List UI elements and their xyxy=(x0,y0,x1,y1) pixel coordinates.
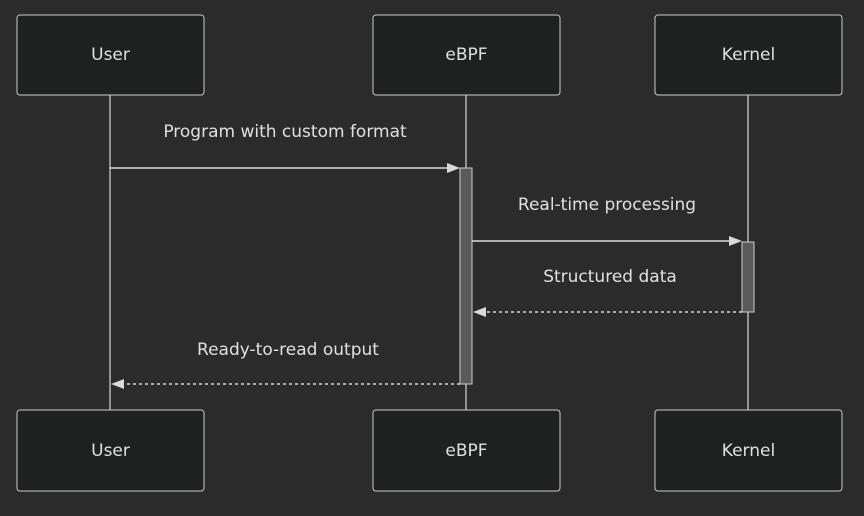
actor-bottom-kernel: Kernel xyxy=(654,409,843,492)
actor-box xyxy=(372,14,561,96)
actor-box xyxy=(16,409,205,492)
actor-top-ebpf: eBPF xyxy=(372,14,561,96)
actor-label-ebpf: eBPF xyxy=(445,45,487,65)
message-real-time-processing: Real-time processing xyxy=(472,195,742,246)
message-structured-data: Structured data xyxy=(473,267,742,317)
message-label: Real-time processing xyxy=(518,195,696,215)
message-program-with-custom-format: Program with custom format xyxy=(110,122,460,173)
message-ready-to-read-output: Ready-to-read output xyxy=(111,340,460,389)
actor-top-kernel: Kernel xyxy=(654,14,843,96)
activation-bar-kernel xyxy=(741,241,755,313)
actor-label-kernel: Kernel xyxy=(722,45,775,65)
actor-top-user: User xyxy=(16,14,205,96)
arrowhead-icon xyxy=(473,307,486,317)
actor-label-user: User xyxy=(91,45,130,65)
arrowhead-icon xyxy=(447,163,460,173)
message-label: Structured data xyxy=(543,267,677,287)
actor-label-user: User xyxy=(91,441,130,461)
actor-box xyxy=(654,409,843,492)
message-label: Program with custom format xyxy=(163,122,407,142)
actor-bottom-ebpf: eBPF xyxy=(372,409,561,492)
arrowhead-icon xyxy=(729,236,742,246)
actor-box xyxy=(16,14,205,96)
actor-label-kernel: Kernel xyxy=(722,441,775,461)
message-label: Ready-to-read output xyxy=(197,340,379,360)
actor-bottom-user: User xyxy=(16,409,205,492)
actor-box xyxy=(372,409,561,492)
arrowhead-icon xyxy=(111,379,124,389)
actor-label-ebpf: eBPF xyxy=(445,441,487,461)
actor-box xyxy=(654,14,843,96)
activation-bar-ebpf xyxy=(459,167,473,385)
